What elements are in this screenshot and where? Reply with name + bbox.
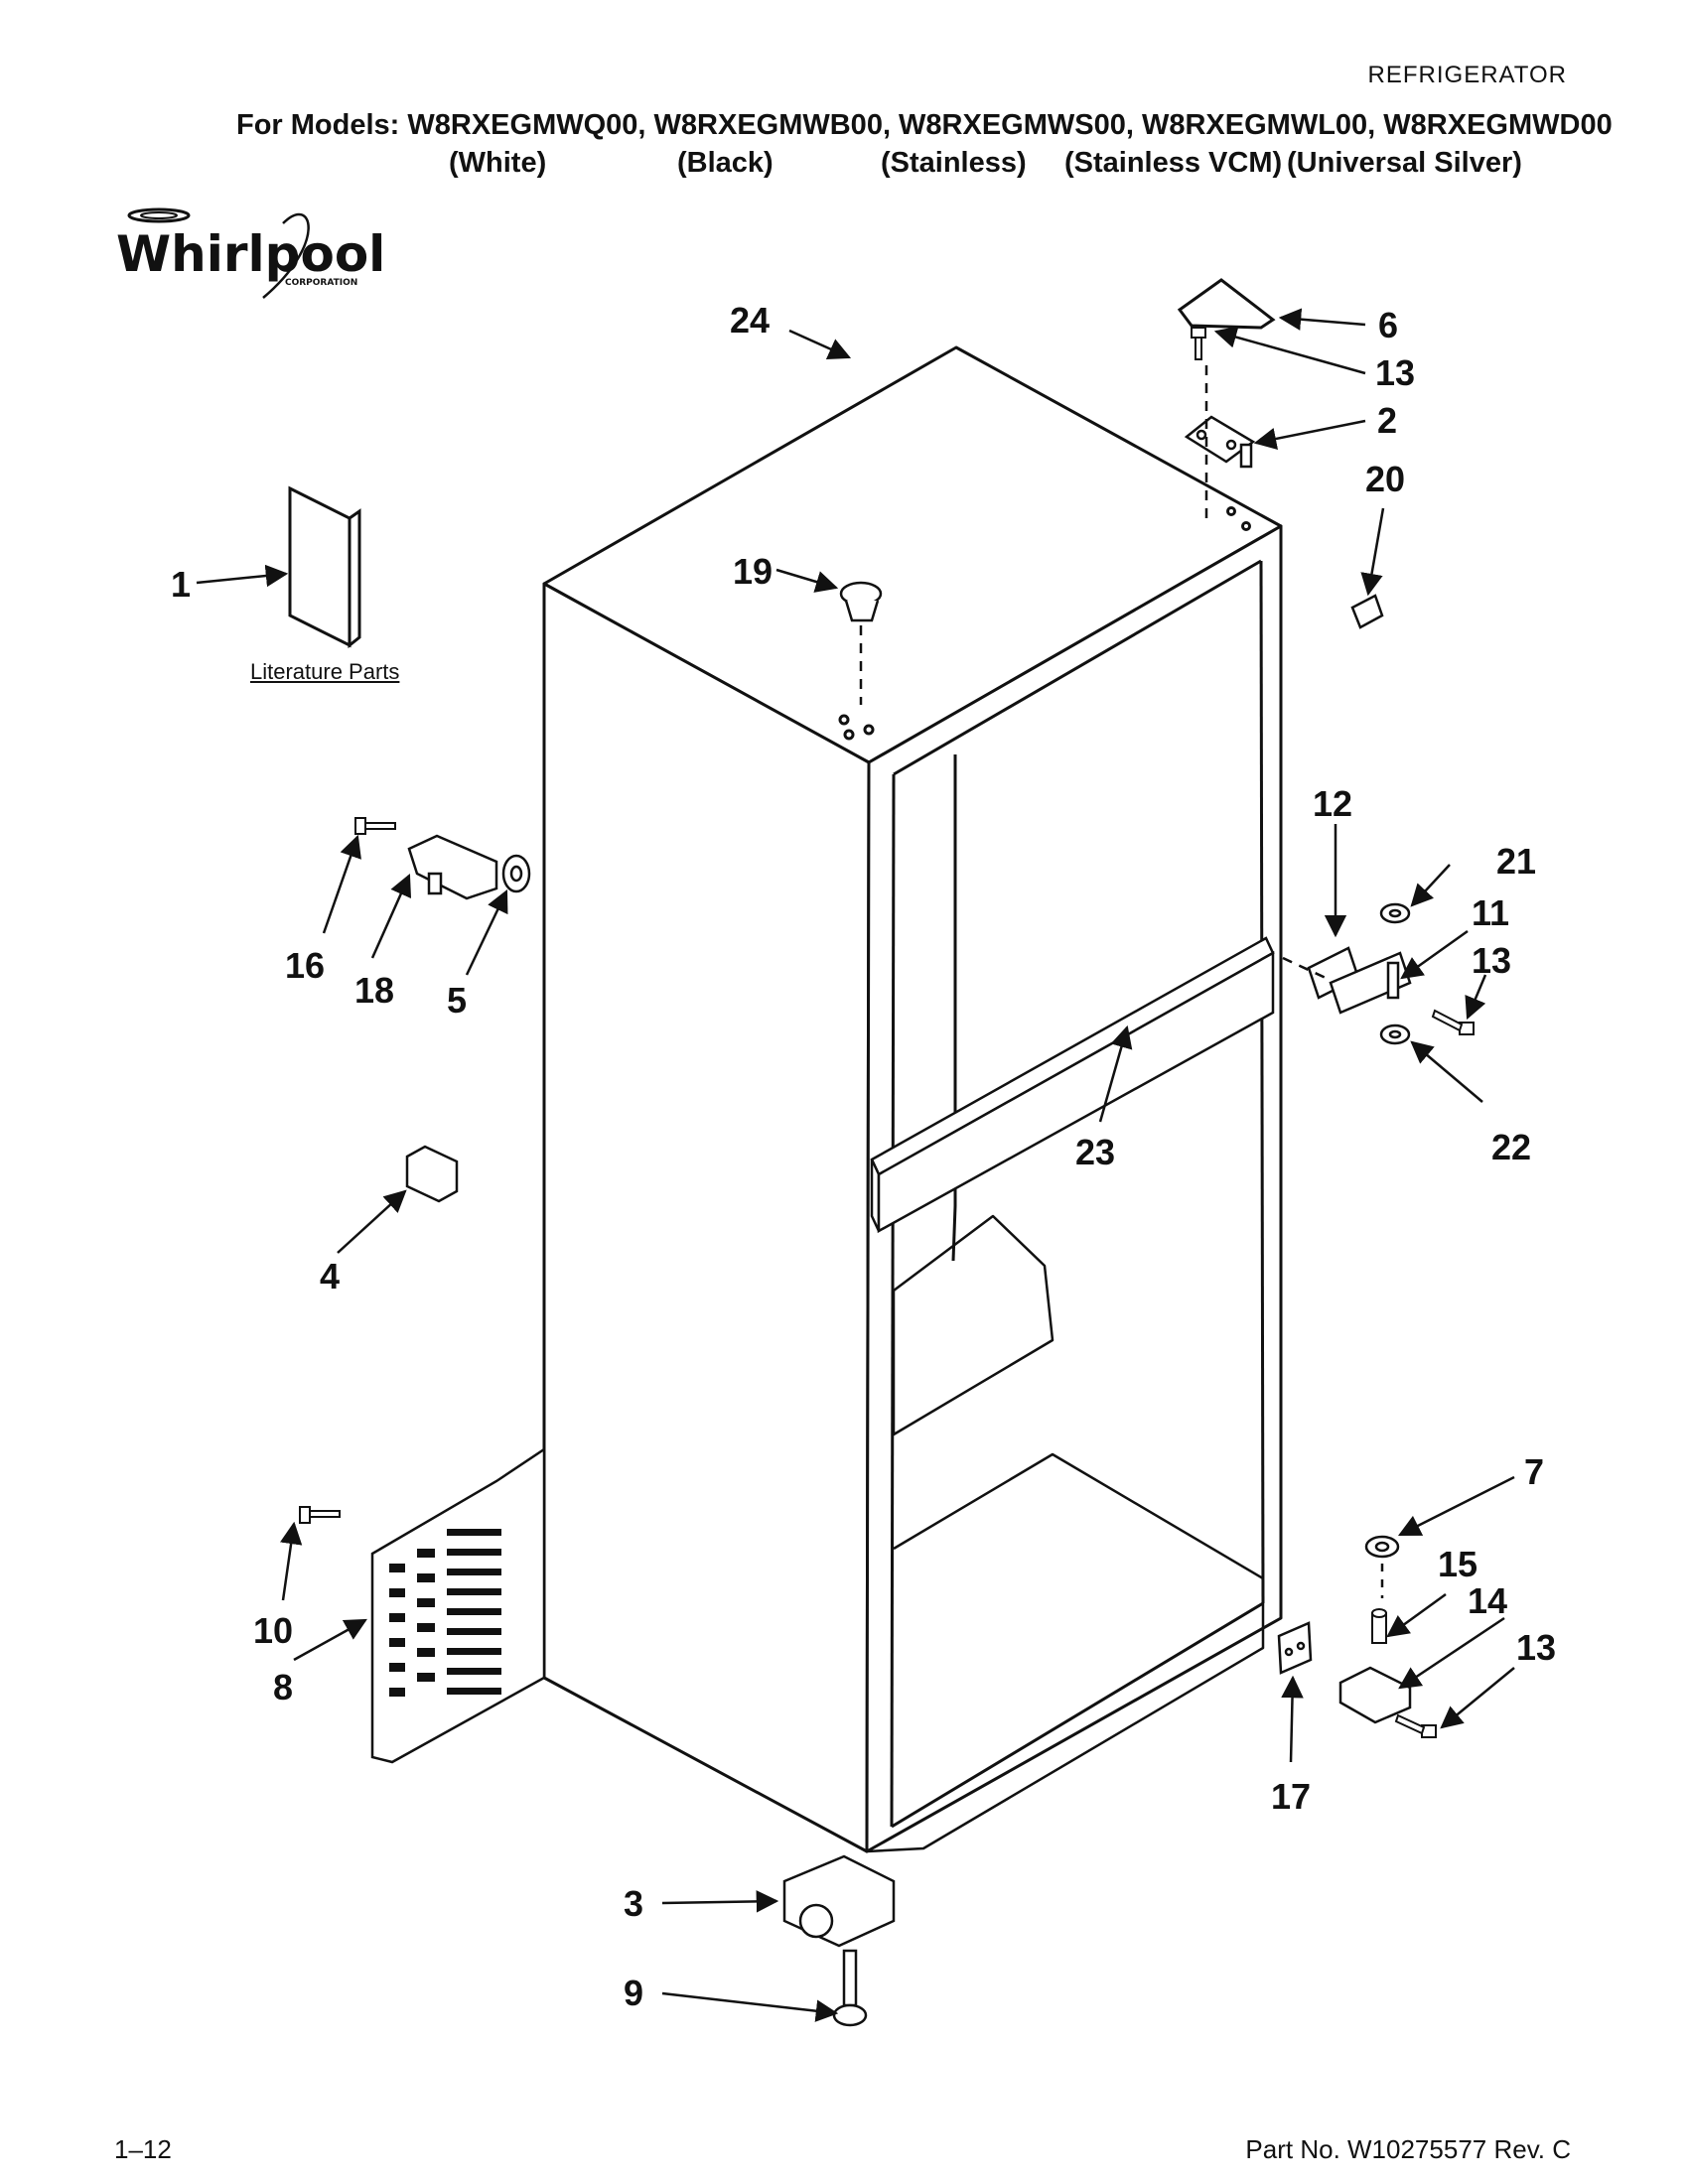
callout-23: 23	[1075, 1132, 1115, 1172]
callout-19: 19	[733, 551, 773, 592]
hinge-cover-part-6	[1177, 278, 1276, 330]
refrigerator-cabinet	[542, 345, 1283, 1853]
clip-part-4	[405, 1145, 459, 1203]
shim-part-20	[1350, 594, 1384, 629]
variant-black: (Black)	[677, 147, 774, 179]
variant-universal-silver: (Universal Silver)	[1287, 147, 1522, 179]
callout-13-bottom: 13	[1516, 1627, 1556, 1668]
callout-22: 22	[1491, 1127, 1531, 1167]
roller-part-3	[782, 1854, 896, 1948]
callout-13-middle: 13	[1472, 940, 1511, 981]
callout-6: 6	[1378, 305, 1398, 345]
literature-parts-label: Literature Parts	[250, 659, 400, 684]
literature-parts-part-1	[288, 485, 361, 649]
grille-slots	[389, 1529, 501, 1697]
washer-part-21	[1379, 902, 1411, 924]
screw-part-10	[299, 1506, 341, 1524]
screw-part-13-bottom	[1394, 1713, 1437, 1738]
hinge-part-14	[1338, 1666, 1412, 1724]
callout-12: 12	[1313, 783, 1352, 824]
screw-part-13-middle	[1431, 1009, 1475, 1035]
callout-20: 20	[1365, 459, 1405, 499]
part-number: Part No. W10275577 Rev. C	[1245, 2134, 1571, 2164]
logo-brand-text: Whirlpool	[116, 225, 382, 283]
hinge-12-dash-line	[1282, 956, 1327, 980]
washer-part-7	[1364, 1535, 1400, 1559]
leader-arrows	[196, 308, 1515, 2022]
callout-16: 16	[285, 945, 325, 986]
model-variants: (White) (Black) (Stainless) (Stainless V…	[0, 147, 1688, 183]
models-line: For Models: W8RXEGMWQ00, W8RXEGMWB00, W8…	[236, 109, 1613, 141]
pin-part-15	[1371, 1608, 1387, 1644]
callout-24: 24	[730, 300, 770, 341]
callout-5: 5	[447, 980, 467, 1021]
callout-1: 1	[171, 564, 191, 605]
callout-4: 4	[320, 1256, 340, 1297]
whirlpool-logo: Whirlpool CORPORATION	[116, 207, 382, 299]
callout-18: 18	[354, 970, 394, 1011]
hinge-part-12	[1307, 946, 1412, 1015]
callout-8: 8	[273, 1667, 293, 1707]
washer-part-5	[501, 854, 531, 893]
callout-9: 9	[624, 1973, 643, 2013]
callout-3: 3	[624, 1883, 643, 1924]
logo-sub-text: CORPORATION	[285, 278, 357, 288]
callout-17: 17	[1271, 1776, 1311, 1817]
callout-11: 11	[1472, 892, 1509, 933]
callout-21: 21	[1496, 841, 1536, 882]
variant-stainless: (Stainless)	[881, 147, 1027, 179]
callout-15: 15	[1438, 1544, 1477, 1584]
screw-part-16	[354, 817, 396, 835]
variant-white: (White)	[449, 147, 547, 179]
page-number: 1–12	[114, 2134, 172, 2164]
callout-13-top: 13	[1375, 352, 1415, 393]
bushing-part-18	[407, 834, 498, 900]
callout-2: 2	[1377, 400, 1397, 441]
callout-10: 10	[253, 1610, 293, 1651]
callout-7: 7	[1524, 1451, 1544, 1492]
plug-part-19	[839, 581, 883, 622]
center-rail-part-23	[870, 936, 1275, 1234]
variant-stainless-vcm: (Stainless VCM)	[1064, 147, 1283, 179]
shim-part-17	[1277, 1621, 1313, 1675]
callout-labels: 1 2 3 4 5 6 7 8 9 10 11 12 13 13 13 14 1…	[171, 300, 1556, 2013]
washer-part-22	[1379, 1024, 1411, 1045]
hinge-part-2	[1184, 415, 1256, 469]
leveler-part-9	[832, 1949, 868, 2027]
screw-part-13-top	[1191, 327, 1206, 360]
category-label: REFRIGERATOR	[1367, 62, 1567, 88]
grille-part-8	[370, 1446, 546, 1764]
callout-14: 14	[1468, 1580, 1507, 1621]
